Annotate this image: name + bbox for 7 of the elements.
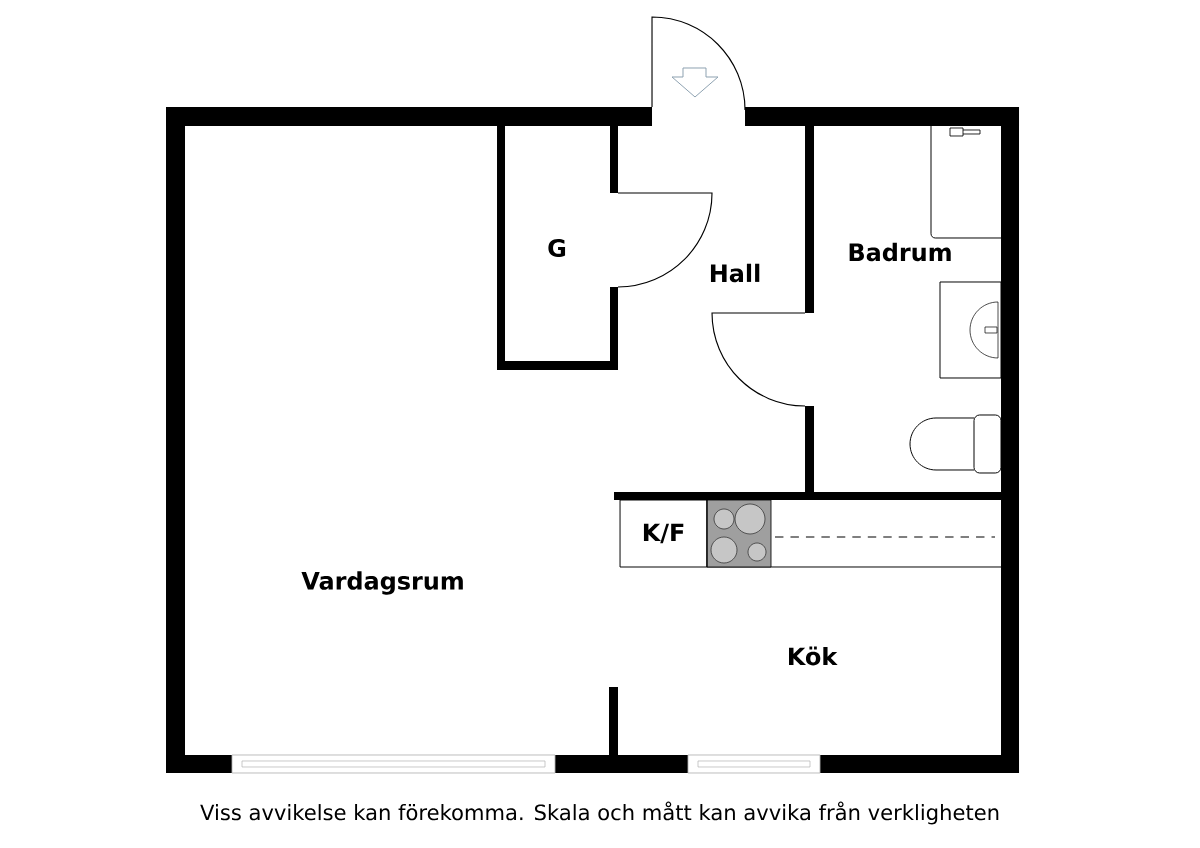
room-label: Kök — [789, 646, 838, 666]
cabinet-box: K/F — [619, 499, 708, 568]
room-label: Badrum — [849, 242, 951, 262]
room-label: G — [548, 238, 566, 257]
caption: Viss avvikelse kan förekomma. Skala och mått kan avvika från verkligheten — [200, 801, 999, 825]
room-label: Vardagsrum — [301, 571, 463, 595]
room-label: Hall — [710, 263, 760, 283]
